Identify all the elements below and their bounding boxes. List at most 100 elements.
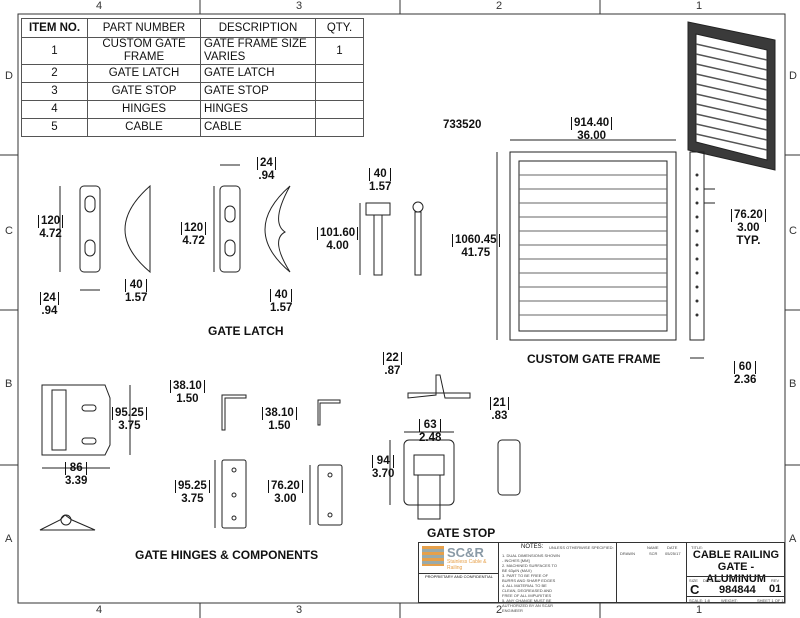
bom-part: GATE LATCH [87, 64, 201, 83]
gate-latch-views [59, 164, 291, 291]
latch-view-label: GATE LATCH [208, 324, 284, 338]
stop-view-label: GATE STOP [427, 526, 496, 540]
dwg-no-label: DWG. NO. [703, 578, 723, 583]
bom-item: 5 [21, 118, 88, 137]
zone-row-d-right: D [789, 70, 797, 82]
size-dwg-row: SIZE C DWG. NO. 984844 REV 01 [687, 576, 785, 597]
company-logo-icon [422, 546, 444, 566]
gate-stop-views [389, 374, 521, 520]
company-name: SC&R [447, 545, 484, 560]
bom-desc: CABLE [200, 118, 316, 137]
zone-row-a-right: A [789, 533, 797, 545]
title-label: TITLE: [691, 545, 704, 550]
company-subtitle: Stainless Cable & Railing [447, 559, 487, 571]
bom-qty [315, 100, 364, 119]
title-block: SC&R Stainless Cable & Railing PROPRIETA… [418, 542, 785, 613]
gate-hinge-views [39, 384, 343, 531]
gate-pin-views [359, 201, 424, 276]
bom-desc: GATE LATCH [200, 64, 316, 83]
bom-part: GATE STOP [87, 82, 201, 101]
name-header: NAME [647, 545, 659, 550]
bom-desc: GATE FRAME SIZE VARIES [200, 37, 316, 65]
frame-part-id: 733520 [443, 119, 482, 131]
bom-item: 2 [21, 64, 88, 83]
sheet-size: C [690, 582, 700, 597]
date-header: DATE [667, 545, 678, 550]
bom-header-part: PART NUMBER [87, 18, 201, 38]
zone-col-4: 4 [96, 0, 103, 12]
bom-item: 1 [21, 37, 88, 65]
zone-row-b-right: B [789, 378, 797, 390]
revision: 01 [769, 583, 782, 595]
zone-row-a: A [5, 533, 13, 545]
zone-row-b: B [5, 378, 13, 390]
dim-stop-b: 21.83 [490, 397, 509, 422]
drawing-number: 984844 [719, 584, 756, 596]
bom-item: 4 [21, 100, 88, 119]
gate-frame-isometric [687, 21, 776, 171]
hinges-view-label: GATE HINGES & COMPONENTS [135, 548, 319, 562]
zone-col-1-bottom: 1 [696, 604, 703, 616]
zone-col-1: 1 [696, 0, 703, 12]
weight: WEIGHT: [721, 598, 738, 603]
notes-subtitle: UNLESS OTHERWISE SPECIFIED: [549, 545, 614, 550]
bom-header-qty: QTY. [315, 18, 364, 38]
bom-header-item: ITEM NO. [21, 18, 88, 38]
drawn-panel: DRAWN NAME DATE SCR 05/25/17 [617, 543, 687, 603]
proprietary-label: PROPRIETARY AND CONFIDENTIAL [419, 573, 499, 579]
zone-col-3-bottom: 3 [296, 604, 303, 616]
rev-label: REV [771, 578, 780, 583]
drawn-date: 05/25/17 [665, 551, 681, 556]
drawing-border [17, 13, 786, 604]
drawn-name: SCR [649, 551, 658, 556]
zone-col-4-bottom: 4 [96, 604, 103, 616]
bom-qty: 1 [315, 37, 364, 65]
notes-panel: NOTES: UNLESS OTHERWISE SPECIFIED: 1. DU… [499, 543, 617, 613]
dim-latch-width-1: 24.94 [40, 292, 59, 317]
notes-title: NOTES: [521, 544, 544, 550]
bom-item: 3 [21, 82, 88, 101]
drawn-label: DRAWN [620, 551, 635, 556]
bom-qty [315, 118, 364, 137]
notes-list: 1. DUAL DIMENSIONS SHOWN - INCHES [MM]2.… [502, 553, 560, 613]
scale: SCALE: 1:8 [689, 598, 710, 603]
bom-header: ITEM NO. PART NUMBER DESCRIPTION QTY. [21, 18, 364, 38]
dim-stop-a: 22.87 [383, 352, 402, 377]
zone-col-2: 2 [496, 0, 503, 12]
bom-part: HINGES [87, 100, 201, 119]
dim-latch-width-2: 24.94 [257, 157, 276, 182]
bom-desc: GATE STOP [200, 82, 316, 101]
gate-frame-front-view [496, 139, 715, 359]
bom-qty [315, 82, 364, 101]
bom-qty [315, 64, 364, 83]
company-logo-panel: SC&R Stainless Cable & Railing PROPRIETA… [419, 543, 499, 603]
bom-desc: HINGES [200, 100, 316, 119]
frame-view-label: CUSTOM GATE FRAME [527, 352, 661, 366]
zone-col-2-bottom: 2 [496, 604, 503, 616]
scale-row: SCALE: 1:8 WEIGHT: SHEET 1 OF 1 [687, 596, 785, 603]
bom-header-desc: DESCRIPTION [200, 18, 316, 38]
